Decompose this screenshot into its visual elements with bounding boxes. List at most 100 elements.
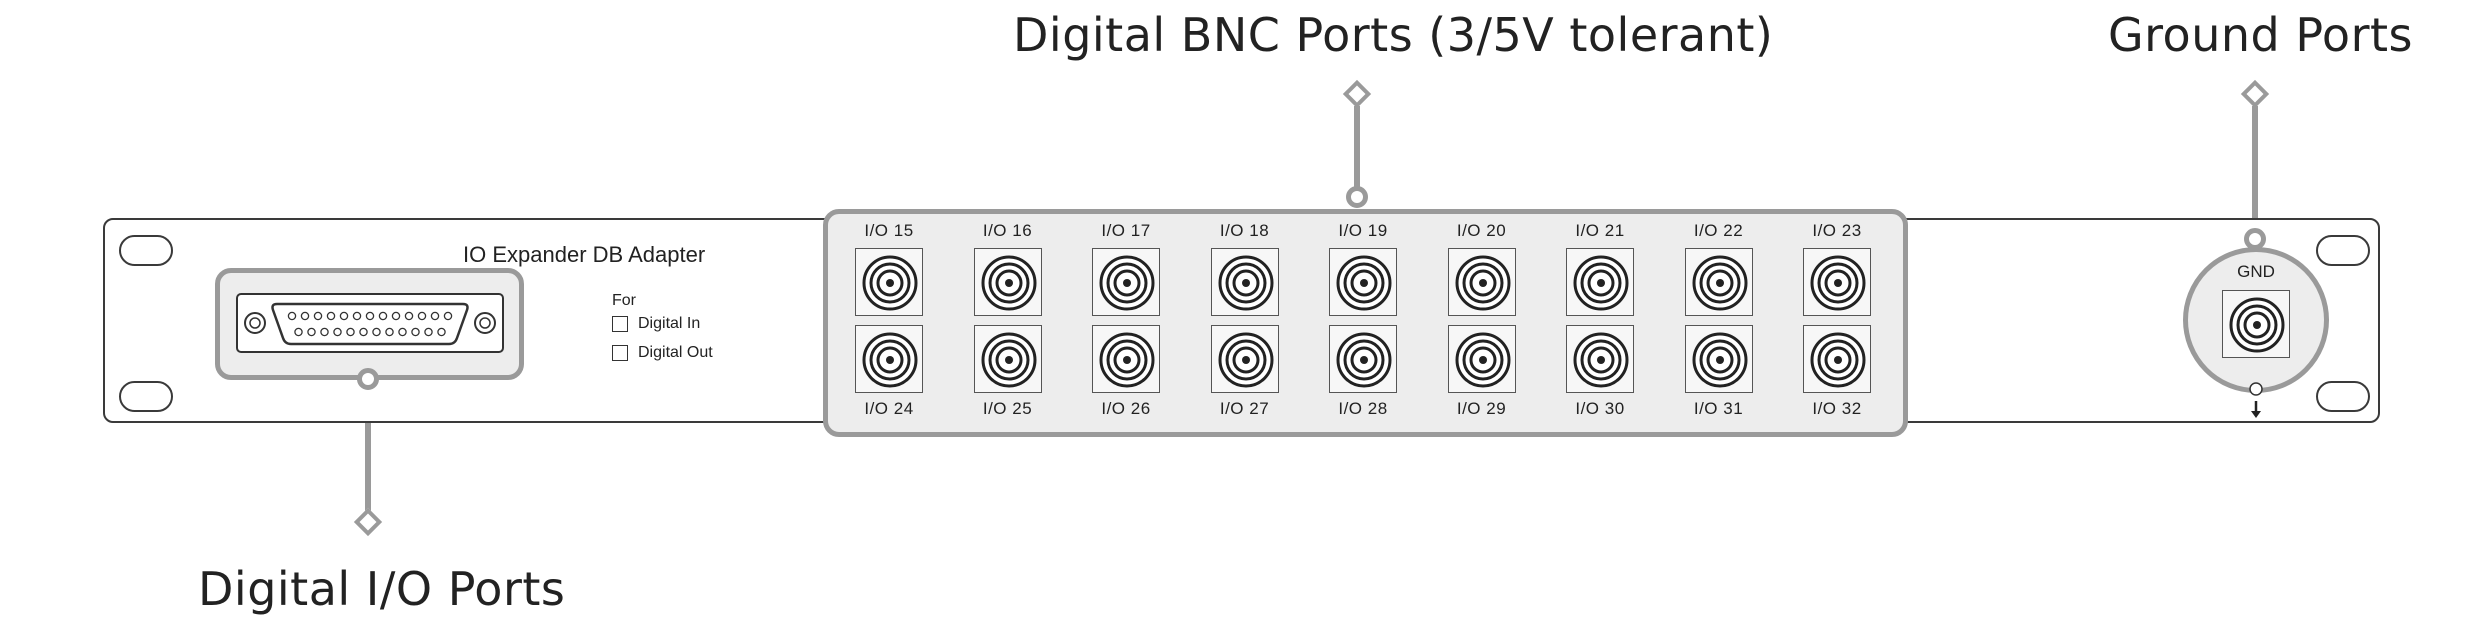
bnc-port-label: I/O 19 [1338,221,1388,240]
bnc-port-label: I/O 24 [864,399,914,418]
db25-pin [430,311,440,321]
bnc-connector-icon [1692,255,1747,311]
db25-pin [320,327,329,337]
mount-slot-top-left [119,235,173,266]
bnc-callout-title: Digital BNC Ports (3/5V tolerant) [1013,8,1774,62]
db25-pin [333,327,342,337]
bnc-connector-icon [1099,255,1155,311]
bnc-port [1803,325,1871,393]
bnc-port-label: I/O 18 [1219,221,1270,240]
mount-slot-bottom-left [119,381,173,412]
bnc-port [1684,325,1753,393]
bnc-connector-icon [1455,255,1510,311]
db25-pin [300,311,310,321]
ground-bnc-port [2222,290,2290,358]
option-digital-out: Digital Out [612,344,713,362]
dio-leader-line [365,390,371,518]
bnc-port-label: I/O 17 [1101,221,1151,240]
ground-callout-title: Ground Ports [2108,8,2413,62]
bnc-port-label: I/O 30 [1575,399,1625,418]
bnc-port-label: I/O 27 [1219,399,1270,418]
bnc-port [1447,248,1516,316]
mount-slot-top-right [2316,235,2370,266]
option-label-digital-in: Digital In [638,315,701,332]
db25-pin [385,327,394,337]
db25-pin [424,327,433,337]
bnc-connector-icon [1336,332,1392,388]
option-label-digital-out: Digital Out [638,344,713,361]
bnc-connector-icon [1336,255,1392,311]
checkbox-digital-out [612,345,628,361]
bnc-port-label: I/O 26 [1101,399,1151,418]
db25-pin [359,327,368,337]
db25-pin [346,327,355,337]
bnc-port [855,325,923,393]
bnc-port-label: I/O 16 [982,221,1033,240]
bnc-port-label: I/O 25 [982,399,1033,418]
bnc-port [1566,325,1634,393]
bnc-connector-icon [2229,297,2285,353]
bnc-port [1684,248,1753,316]
db25-pin [287,311,297,321]
bnc-port [1447,325,1516,393]
bnc-port [1092,325,1160,393]
dio-callout-title: Digital I/O Ports [198,562,566,616]
bnc-connector-icon [862,255,918,311]
db25-pin [391,311,401,321]
bnc-port [1329,248,1397,316]
db25-pin [313,311,323,321]
db25-pin [365,311,375,321]
bnc-callout-diamond [1342,79,1372,109]
bnc-port-label: I/O 23 [1812,221,1862,240]
bnc-ports-highlight [823,209,1908,437]
bnc-connector-icon [1810,255,1866,311]
bnc-port [1803,248,1871,316]
bnc-port-label: I/O 20 [1456,221,1507,240]
bnc-connector-icon [1573,255,1629,311]
bnc-port-label: I/O 29 [1456,399,1507,418]
ground-leader-line [2252,106,2258,234]
db25-connector-icon [236,293,504,353]
db25-pin [398,327,407,337]
dio-anchor-dot [357,368,379,390]
bnc-connector-icon [1099,332,1155,388]
mount-slot-bottom-right [2316,381,2370,412]
bnc-connector-icon [1455,332,1510,388]
bnc-leader-line [1354,106,1360,188]
option-digital-in: Digital In [612,315,700,333]
bnc-port [973,325,1042,393]
db25-pin [443,311,453,321]
bnc-connector-icon [1573,332,1629,388]
bnc-port [1210,325,1279,393]
bnc-anchor-dot [1346,186,1368,208]
bnc-connector-icon [1218,255,1273,311]
bnc-port [1329,325,1397,393]
bnc-port-label: I/O 32 [1812,399,1862,418]
db25-pin [326,311,336,321]
db25-pin [352,311,362,321]
bnc-port [973,248,1042,316]
db25-pin [404,311,414,321]
db25-pin [294,327,303,337]
for-label: For [612,292,636,309]
bnc-port-label: I/O 28 [1338,399,1388,418]
bnc-port [1210,248,1279,316]
bnc-port [1092,248,1160,316]
db25-pin [411,327,420,337]
bnc-port-label: I/O 31 [1693,399,1744,418]
bnc-connector-icon [981,332,1036,388]
bnc-connector-icon [1810,332,1866,388]
ground-callout-diamond [2240,79,2270,109]
ground-symbol-icon [2249,382,2263,418]
bnc-connector-icon [1218,332,1273,388]
db25-pin [378,311,388,321]
panel-title: IO Expander DB Adapter [463,242,706,267]
bnc-connector-icon [862,332,918,388]
bnc-connector-icon [981,255,1036,311]
bnc-port-label: I/O 15 [864,221,914,240]
bnc-port [855,248,923,316]
db25-pin [339,311,349,321]
ground-label: GND [2237,262,2275,281]
bnc-port-label: I/O 22 [1693,221,1744,240]
checkbox-digital-in [612,316,628,332]
